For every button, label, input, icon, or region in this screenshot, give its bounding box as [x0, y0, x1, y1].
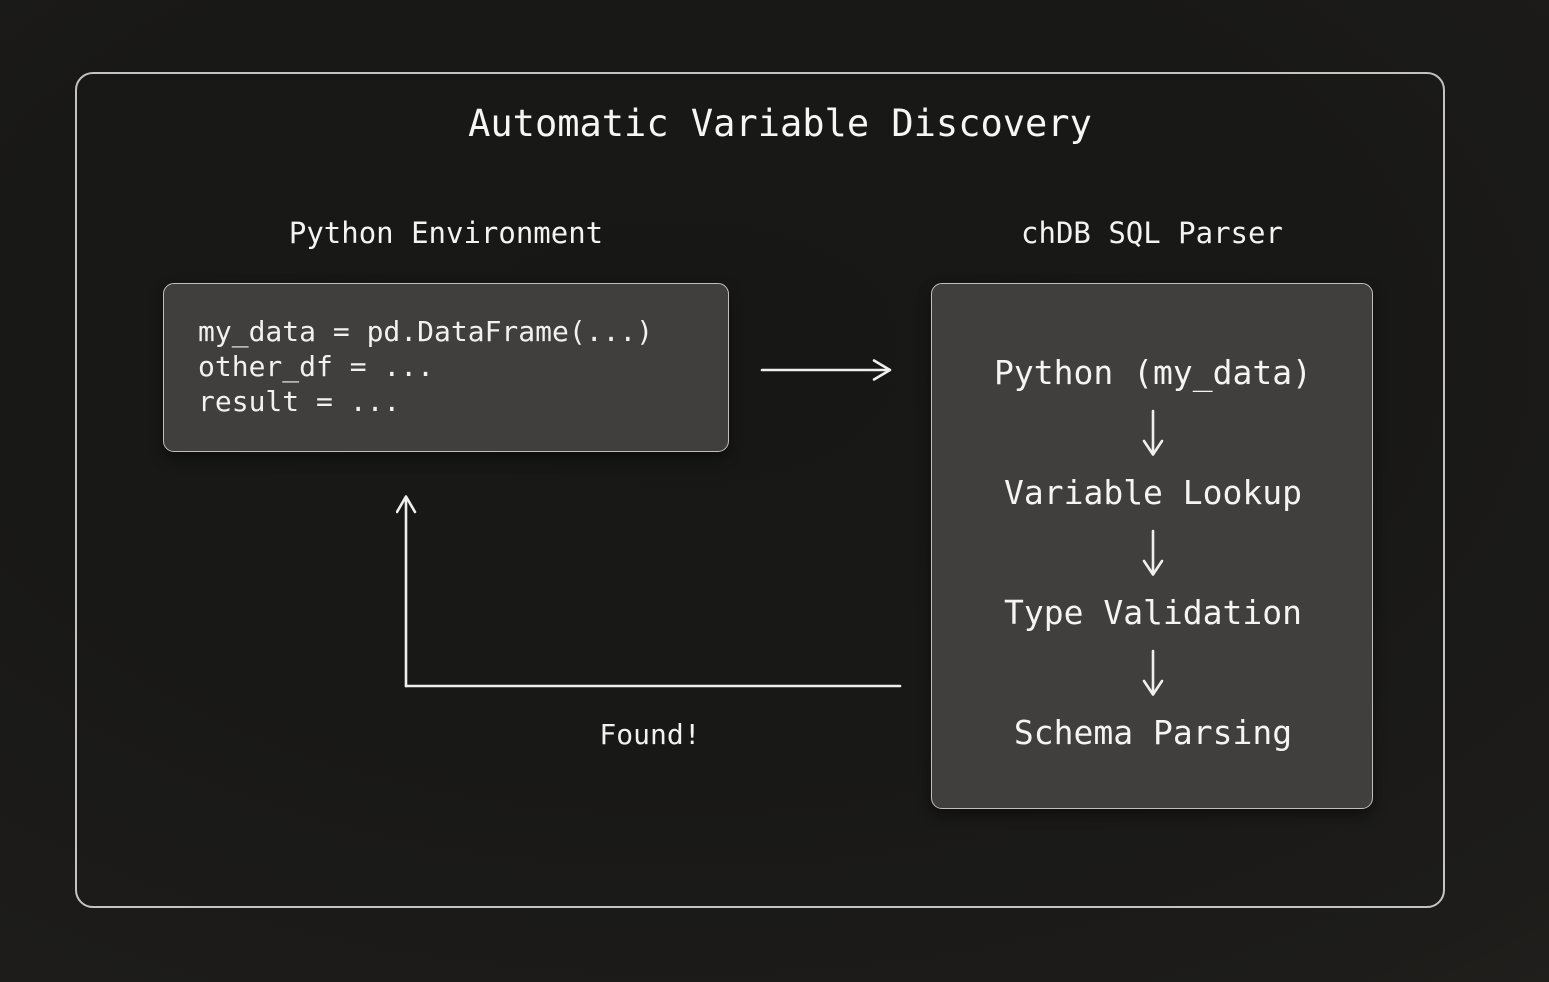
diagram-frame — [75, 72, 1445, 908]
code-line: other_df = ... — [198, 350, 435, 383]
chdb-sql-parser-box: Python (my_data) Variable Lookup Type Va… — [931, 283, 1373, 809]
chdb-sql-parser-label: chDB SQL Parser — [1021, 216, 1283, 250]
parser-step: Variable Lookup — [1003, 473, 1302, 512]
arrow-down-icon — [1142, 529, 1164, 576]
python-environment-label: Python Environment — [288, 216, 604, 250]
found-label: Found! — [599, 718, 701, 751]
python-environment-box: my_data = pd.DataFrame(...) other_df = .… — [163, 283, 729, 452]
parser-step: Python (my_data) — [994, 353, 1312, 392]
code-line: my_data = pd.DataFrame(...) — [198, 315, 654, 348]
arrow-down-icon — [1142, 409, 1164, 456]
parser-step: Schema Parsing — [1013, 713, 1293, 752]
arrow-right-icon — [760, 359, 892, 381]
diagram-title: Automatic Variable Discovery — [468, 102, 1092, 145]
code-line: result = ... — [198, 385, 401, 418]
return-arrow-up-icon — [396, 495, 902, 688]
parser-step: Type Validation — [1003, 593, 1302, 632]
arrow-down-icon — [1142, 649, 1164, 696]
